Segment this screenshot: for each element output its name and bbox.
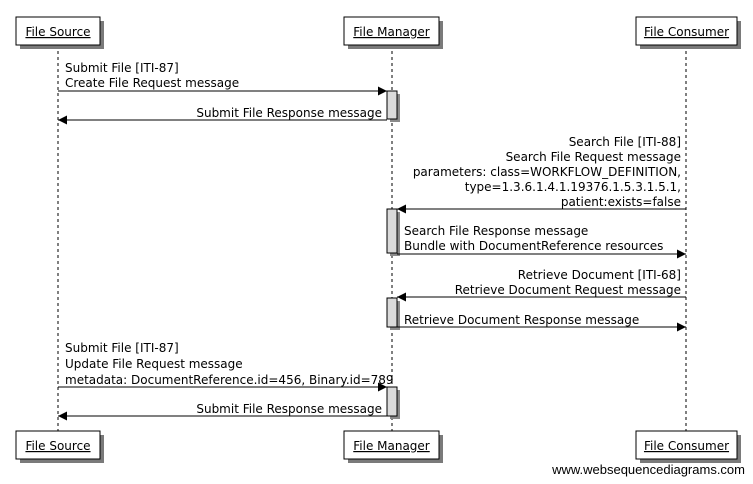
message-label: type=1.3.6.1.4.1.19376.1.5.3.1.5.1, (465, 180, 681, 194)
message-label: Retrieve Document Request message (455, 283, 681, 297)
message-label: Create File Request message (65, 76, 239, 90)
message-label: Search File [ITI-88] (569, 135, 681, 149)
actor-box-manager-top (343, 16, 440, 46)
message-label: Retrieve Document Response message (404, 313, 639, 327)
arrowhead-icon (58, 115, 67, 125)
actor-box-consumer-top (635, 16, 738, 46)
message-label: Bundle with DocumentReference resources (404, 239, 663, 253)
actor-label-source: File Source (25, 25, 90, 39)
actor-label-consumer: File Consumer (644, 439, 729, 453)
message-label: patient:exists=false (561, 195, 681, 209)
actor-box-consumer-bottom (635, 430, 738, 460)
activation-bar (386, 90, 398, 120)
message-label: metadata: DocumentReference.id=456, Bina… (65, 373, 394, 387)
actor-box-source-bottom (15, 430, 101, 460)
message-label: Submit File [ITI-87] (65, 341, 179, 355)
message-label: Submit File [ITI-87] (65, 61, 179, 75)
arrowhead-icon (378, 382, 387, 392)
message-label: Search File Request message (506, 150, 681, 164)
message-label: Retrieve Document [ITI-68] (518, 268, 681, 282)
arrowhead-icon (378, 86, 387, 96)
message-label: Update File Request message (65, 357, 243, 371)
actor-label-consumer: File Consumer (644, 25, 729, 39)
activation-bar (386, 297, 398, 328)
arrowhead-icon (677, 249, 686, 259)
actor-label-source: File Source (25, 439, 90, 453)
arrowhead-icon (58, 411, 67, 421)
arrowhead-icon (397, 292, 406, 302)
actor-label-manager: File Manager (353, 439, 430, 453)
message-label: Submit File Response message (196, 106, 382, 120)
actor-label-manager: File Manager (353, 25, 430, 39)
watermark-text: www.websequencediagrams.com (552, 462, 745, 477)
message-label: parameters: class=WORKFLOW_DEFINITION, (413, 165, 681, 179)
actor-box-manager-bottom (343, 430, 440, 460)
message-label: Submit File Response message (196, 402, 382, 416)
message-label: Search File Response message (404, 224, 588, 238)
activation-bar (386, 208, 398, 254)
actor-box-source-top (15, 16, 101, 46)
arrowhead-icon (677, 322, 686, 332)
arrowhead-icon (397, 204, 406, 214)
activation-bar (386, 386, 398, 417)
